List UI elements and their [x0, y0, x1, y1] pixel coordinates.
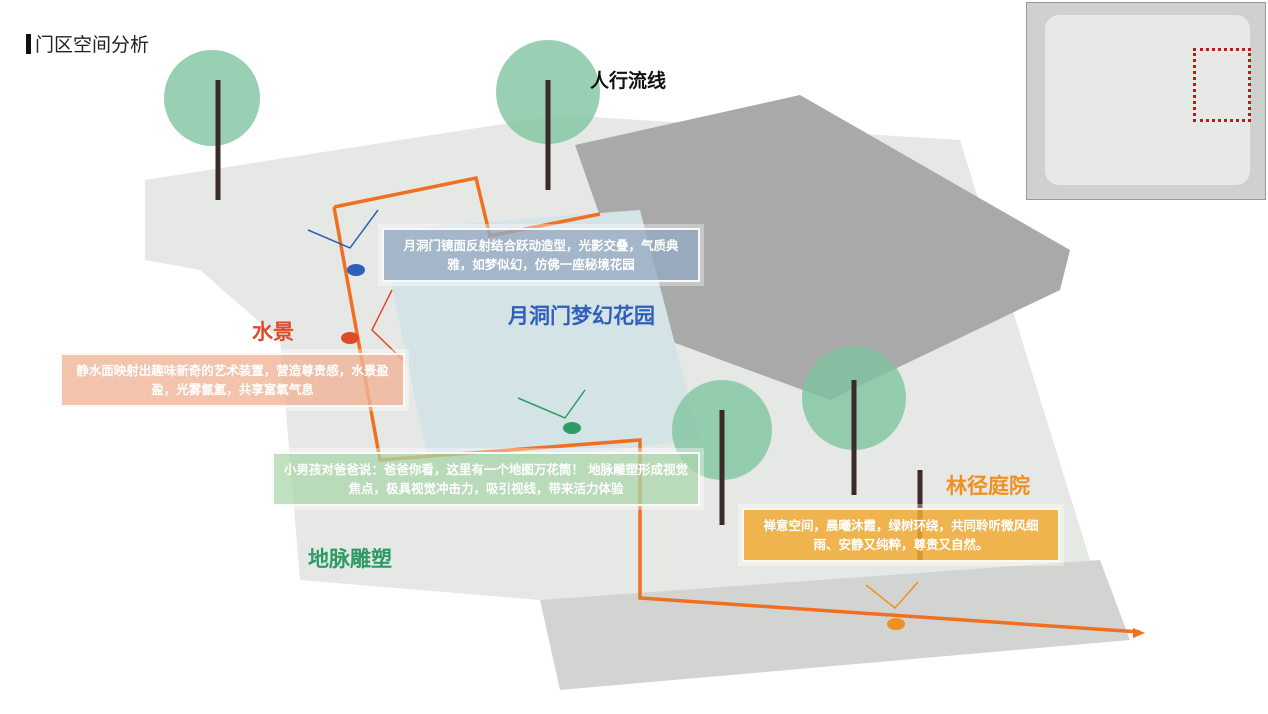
- pedestrian-flow-line: [333, 175, 601, 239]
- flow-arrow: [1133, 628, 1145, 638]
- label-moon-garden: 月洞门梦幻花园: [508, 304, 655, 328]
- minimap-site: [1045, 15, 1250, 185]
- title-bar: [26, 33, 31, 54]
- lower-path: [540, 560, 1130, 690]
- eye-icons: [341, 264, 905, 630]
- label-flow: 人行流线: [590, 70, 667, 92]
- minimap-highlight: [1193, 48, 1251, 122]
- building-roof: [575, 95, 1070, 400]
- caption-water: 静水面映射出趣味新奇的艺术装置，营造尊贵感，水景盈盈，光雾氤氲，共享富氧气息: [56, 349, 409, 411]
- caption-sculpture: 小男孩对爸爸说：爸爸你看，这里有一个地图万花筒！ 地脉雕塑形成视觉焦点，极具视觉…: [268, 448, 704, 510]
- title-text: 门区空间分析: [35, 34, 150, 56]
- label-sculpture: 地脉雕塑: [308, 547, 392, 571]
- page-title: 门区空间分析: [26, 30, 149, 57]
- minimap: [1026, 2, 1266, 200]
- view-arrows: [307, 209, 919, 610]
- label-forest: 林径庭院: [946, 474, 1030, 498]
- caption-forest: 禅意空间，晨曦沐霞，绿树环绕，共同聆听微风细雨、安静又纯粹，尊贵又自然。: [738, 504, 1064, 566]
- caption-moon-garden: 月洞门镜面反射结合跃动造型，光影交叠，气质典雅，如梦似幻，仿佛一座秘境花园: [378, 224, 704, 286]
- label-water: 水景: [252, 320, 294, 344]
